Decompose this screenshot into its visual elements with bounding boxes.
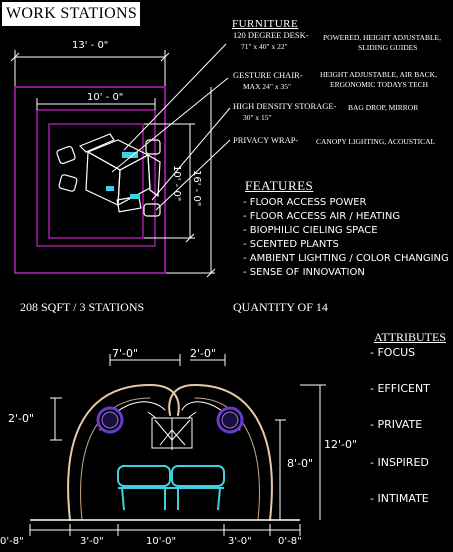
middle-boundary xyxy=(36,109,156,247)
furniture-item-note: POWERED, HEIGHT ADJUSTABLE, xyxy=(323,33,442,42)
workstation-cluster xyxy=(56,133,161,217)
attribute-item: - FOCUS xyxy=(370,346,416,359)
furniture-item-size: MAX 24" x 35" xyxy=(243,82,291,91)
feature-item: - SCENTED PLANTS xyxy=(243,239,339,250)
dim-outer-height: 16' - 0" xyxy=(191,170,202,207)
furniture-item-note: SLIDING GUIDES xyxy=(358,43,418,52)
dim-bottom-3: 10'-0" xyxy=(146,536,177,547)
furniture-item-name: PRIVACY WRAP- xyxy=(233,135,299,145)
furniture-item-note: CANOPY LIGHTING, ACOUSTICAL xyxy=(316,137,436,146)
furniture-item-note: BAG DROP, MIRROR xyxy=(348,103,419,112)
attributes-heading: ATTRIBUTES xyxy=(374,330,446,344)
dim-side-left: 2'-0" xyxy=(8,412,35,425)
furniture-heading: FURNITURE xyxy=(232,18,299,30)
area-summary: 208 SQFT / 3 STATIONS xyxy=(20,300,145,314)
features-list: - FLOOR ACCESS POWER - FLOOR ACCESS AIR … xyxy=(243,196,449,280)
dim-bottom-1: 0'-8" xyxy=(0,536,24,547)
feature-item: - FLOOR ACCESS AIR / HEATING xyxy=(243,211,401,222)
inner-boundary xyxy=(48,123,144,239)
dim-inner-width: 10' - 0" xyxy=(87,92,124,103)
dim-outer-width: 13' - 0" xyxy=(72,40,109,51)
feature-item: - FLOOR ACCESS POWER xyxy=(243,197,367,208)
feature-item: - BIOPHILIC CIELING SPACE xyxy=(243,225,378,236)
dim-bottom-2: 3'-0" xyxy=(80,536,104,547)
dim-bottom-4: 3'-0" xyxy=(228,536,252,547)
dim-bottom-5: 0'-8" xyxy=(278,536,302,547)
attribute-item: - EFFICENT xyxy=(370,382,430,395)
attribute-item: - INSPIRED xyxy=(370,456,429,469)
dim-top-left: 7'-0" xyxy=(112,347,139,360)
features-heading: FEATURES xyxy=(245,178,314,193)
attribute-item: - PRIVATE xyxy=(370,418,423,431)
furniture-item-size: 71" x 40" x 22" xyxy=(241,42,288,51)
furniture-item-note: HEIGHT ADJUSTABLE, AIR BACK, xyxy=(320,70,437,79)
quantity-summary: QUANTITY OF 14 xyxy=(233,300,328,314)
outer-boundary xyxy=(14,86,166,274)
feature-item: - SENSE OF INNOVATION xyxy=(243,267,365,278)
dim-mid: 8'-0" xyxy=(287,457,314,470)
furniture-item-size: 30" x 15" xyxy=(243,113,272,122)
dim-top-right: 2'-0" xyxy=(190,347,217,360)
furniture-item-name: HIGH DENSITY STORAGE- xyxy=(233,101,337,111)
furniture-item-note: ERGONOMIC TODAYS TECH xyxy=(330,80,429,89)
page-title: WORK STATIONS xyxy=(2,2,140,26)
attribute-item: - INTIMATE xyxy=(370,492,429,505)
furniture-item-name: 120 DEGREE DESK- xyxy=(233,30,309,40)
dim-inner-height: 10' - 0" xyxy=(171,165,182,202)
furniture-item-name: GESTURE CHAIR- xyxy=(233,70,303,80)
attributes-list: - FOCUS - EFFICENT - PRIVATE - INSPIRED … xyxy=(370,346,450,516)
feature-item: - AMBIENT LIGHTING / COLOR CHANGING xyxy=(243,253,449,264)
dim-total-height: 12'-0" xyxy=(324,438,358,451)
